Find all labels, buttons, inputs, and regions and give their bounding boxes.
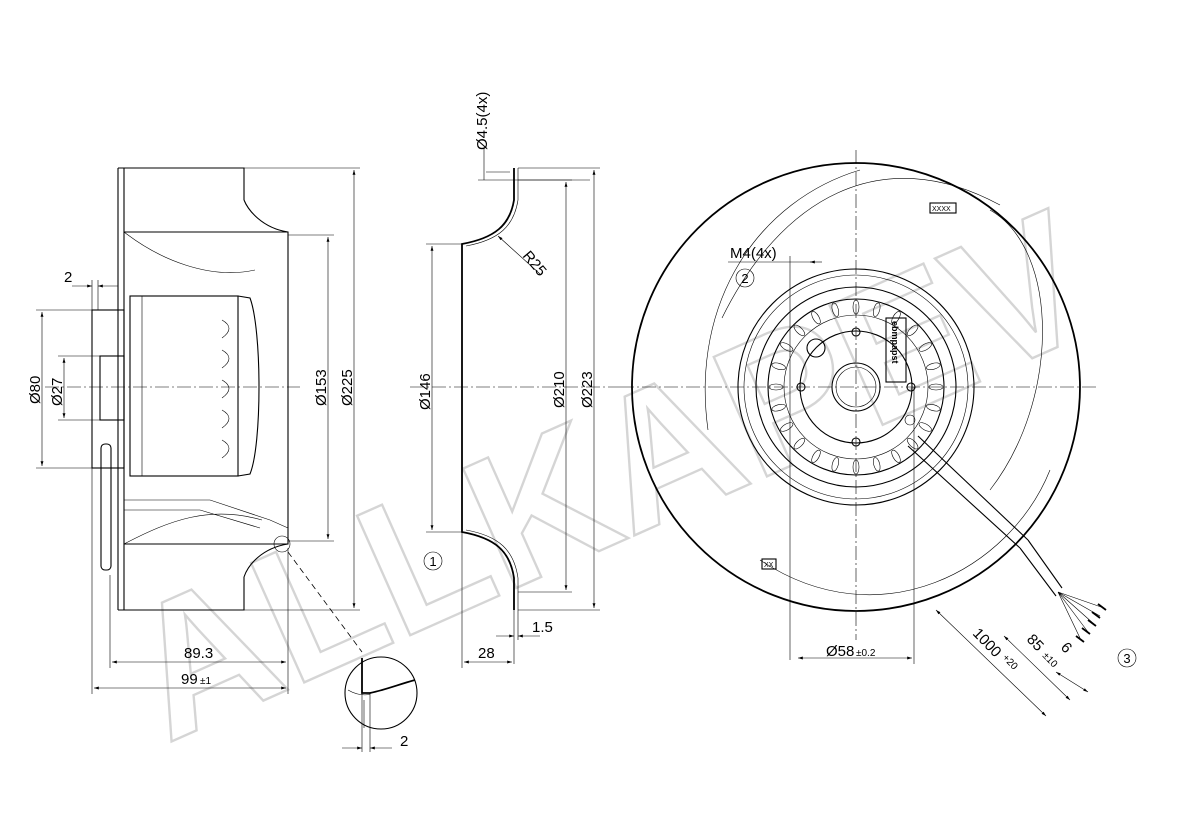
rotor-vents bbox=[768, 299, 944, 475]
rotor-vent bbox=[891, 311, 901, 325]
rotor-vent bbox=[906, 324, 919, 337]
svg-text:85: 85 bbox=[1023, 631, 1047, 655]
svg-text:Ø146: Ø146 bbox=[417, 373, 434, 410]
svg-text:Ø153: Ø153 bbox=[313, 369, 330, 406]
svg-text:1: 1 bbox=[429, 554, 436, 569]
svg-text:6: 6 bbox=[1057, 639, 1075, 657]
rotor-vent bbox=[831, 302, 840, 317]
svg-text:Ø4.5(4x): Ø4.5(4x) bbox=[474, 92, 491, 150]
dim-d153: Ø153 bbox=[288, 234, 334, 542]
svg-text:Ø210: Ø210 bbox=[551, 371, 568, 408]
svg-text:3: 3 bbox=[1123, 651, 1130, 666]
bolt-holes bbox=[796, 327, 916, 447]
rotor-vent bbox=[793, 324, 806, 337]
dim-cable-len: 1000 +20 bbox=[935, 609, 1047, 717]
dim-hub: Ø58 ±0.2 bbox=[798, 387, 915, 664]
svg-text:±10: ±10 bbox=[1040, 650, 1060, 670]
svg-text:Ø225: Ø225 bbox=[339, 369, 356, 406]
svg-text:2: 2 bbox=[400, 733, 408, 750]
rotor-vent bbox=[780, 342, 794, 352]
detail-view: 2 bbox=[342, 656, 418, 752]
rotor-vent bbox=[771, 403, 786, 412]
callout-1: 1 bbox=[423, 551, 443, 571]
rotor-vent bbox=[918, 422, 932, 432]
rotor-vent bbox=[771, 362, 786, 371]
watermark: ALLKAPEV bbox=[96, 169, 1120, 782]
svg-text:Ø80: Ø80 bbox=[27, 376, 44, 404]
svg-text:±1: ±1 bbox=[200, 676, 211, 687]
dim-wire-strip: 6 bbox=[1055, 639, 1089, 693]
badge-bottom: XX bbox=[761, 558, 777, 570]
badge-top: XXXX bbox=[929, 202, 957, 214]
impeller-ring bbox=[631, 162, 1081, 612]
dim-two-top: 2 bbox=[64, 269, 118, 310]
motor-body bbox=[129, 295, 239, 477]
dim-radius: R25 bbox=[497, 235, 550, 280]
svg-text:Ø223: Ø223 bbox=[579, 371, 596, 408]
cable bbox=[907, 435, 1107, 643]
rotor-vent bbox=[793, 437, 806, 450]
dim-w15: 1.5 bbox=[496, 610, 553, 664]
rotor-vent bbox=[780, 422, 794, 432]
rotor-vent bbox=[811, 449, 821, 463]
svg-text:Ø27: Ø27 bbox=[49, 378, 66, 406]
rotor-vent bbox=[906, 437, 919, 450]
svg-text:99: 99 bbox=[181, 671, 198, 688]
rotor-vent bbox=[768, 383, 784, 391]
svg-text:XX: XX bbox=[764, 562, 774, 569]
svg-text:XXXX: XXXX bbox=[932, 206, 951, 213]
rating-label: ebmpapst bbox=[885, 317, 907, 383]
dim-d225: Ø225 bbox=[244, 167, 360, 611]
balancing-plug bbox=[806, 338, 826, 358]
svg-text:89.3: 89.3 bbox=[184, 645, 213, 662]
rotor-vent bbox=[852, 459, 860, 475]
dim-len-89: 89.3 bbox=[109, 548, 289, 694]
dim-d27: Ø27 bbox=[49, 355, 100, 421]
rotor-vent bbox=[926, 403, 941, 412]
rotor-vent bbox=[928, 383, 944, 391]
rotor-vent bbox=[831, 457, 840, 472]
svg-text:M4(4x): M4(4x) bbox=[730, 245, 777, 262]
svg-text:2: 2 bbox=[64, 269, 72, 286]
cable-tube bbox=[100, 443, 112, 571]
svg-text:1.5: 1.5 bbox=[532, 619, 553, 636]
svg-text:±0.2: ±0.2 bbox=[856, 648, 876, 659]
dim-d210: Ø210 bbox=[518, 179, 572, 593]
svg-text:ebmpapst: ebmpapst bbox=[890, 321, 900, 364]
dim-d80: Ø80 bbox=[27, 309, 92, 469]
rotor-vent bbox=[918, 342, 932, 352]
dim-d223: Ø223 bbox=[518, 167, 600, 611]
dim-w28: 28 bbox=[461, 532, 512, 668]
svg-text:+20: +20 bbox=[1000, 652, 1020, 672]
svg-text:ALLKAPEV: ALLKAPEV bbox=[98, 171, 1120, 781]
rotor-vent bbox=[852, 299, 860, 315]
hub-bore bbox=[99, 355, 125, 421]
svg-text:28: 28 bbox=[478, 645, 495, 662]
dim-d146: Ø146 bbox=[417, 243, 462, 533]
rotor-vent bbox=[926, 362, 941, 371]
rotor-vent bbox=[872, 302, 881, 317]
rotor-vent bbox=[811, 311, 821, 325]
callout-3: 3 bbox=[1117, 648, 1137, 668]
svg-text:1000: 1000 bbox=[969, 625, 1004, 661]
svg-text:2: 2 bbox=[741, 271, 748, 286]
svg-text:R25: R25 bbox=[519, 248, 550, 280]
rotor-vent bbox=[891, 449, 901, 463]
svg-text:Ø58: Ø58 bbox=[826, 643, 854, 660]
dim-thread: M4(4x) 2 bbox=[728, 245, 822, 660]
dim-hole: Ø4.5(4x) bbox=[474, 92, 590, 181]
rotor-vent bbox=[872, 457, 881, 472]
dim-len-99: 99 ±1 bbox=[91, 468, 286, 694]
side-view: Ø80 Ø27 2 Ø153 Ø225 89.3 bbox=[27, 167, 363, 694]
front-view: ebmpapst XXXX XX M4(4x) 2 bbox=[620, 150, 1137, 717]
